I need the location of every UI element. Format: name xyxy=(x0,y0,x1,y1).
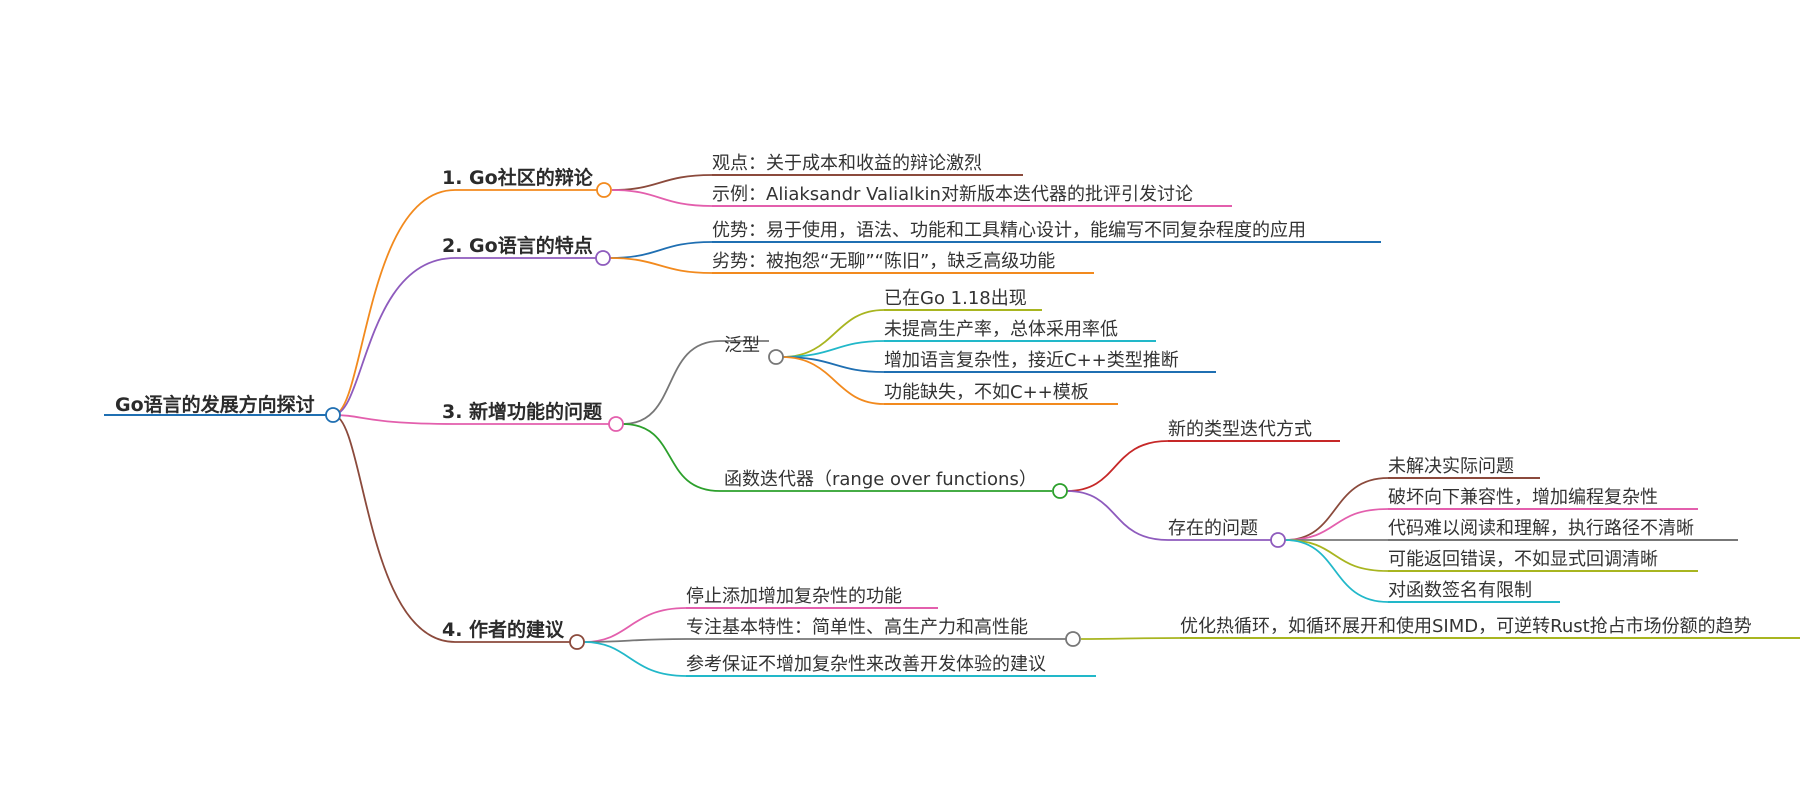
iterators-collapse-toggle[interactable] xyxy=(1052,483,1068,499)
node-problems[interactable]: 存在的问题 xyxy=(1168,518,1258,539)
suggestions-collapse-toggle[interactable] xyxy=(569,634,585,650)
edge-problem-4 xyxy=(1284,539,1389,572)
edge-root-suggestions xyxy=(332,414,577,643)
collapse-knobs xyxy=(325,182,1286,650)
debate-collapse-toggle[interactable] xyxy=(596,182,612,198)
leaf-suggest-1[interactable]: 停止添加增加复杂性的功能 xyxy=(686,586,902,607)
focus-collapse-toggle[interactable] xyxy=(1065,631,1081,647)
edge-problem-1 xyxy=(1284,477,1389,541)
leaf-generics-2[interactable]: 未提高生产率，总体采用率低 xyxy=(884,319,1118,340)
node-focus[interactable]: 专注基本特性：简单性、高生产力和高性能 xyxy=(686,617,1028,638)
leaf-debate-example[interactable]: 示例：Aliaksandr Valialkin对新版本迭代器的批评引发讨论 xyxy=(712,184,1193,205)
root-collapse-toggle[interactable] xyxy=(325,407,341,423)
edge-generics-3 xyxy=(781,356,885,373)
node-generics[interactable]: 泛型 xyxy=(724,335,760,356)
leaf-problem-1[interactable]: 未解决实际问题 xyxy=(1388,456,1514,477)
edge-focus-hotloop xyxy=(1080,637,1181,640)
leaf-features-cons[interactable]: 劣势：被抱怨“无聊”“陈旧”，缺乏高级功能 xyxy=(712,251,1055,272)
edge-debate-example xyxy=(611,189,713,207)
edge-new-iterators xyxy=(622,423,1052,492)
edge-root-features xyxy=(332,257,604,416)
edge-generics-2 xyxy=(781,340,885,358)
leaf-problem-3[interactable]: 代码难以阅读和理解，执行路径不清晰 xyxy=(1388,518,1694,539)
edge-features-cons xyxy=(609,257,713,274)
leaf-generics-1[interactable]: 已在Go 1.18出现 xyxy=(884,288,1027,309)
problems-collapse-toggle[interactable] xyxy=(1270,532,1286,548)
edge-new-generics xyxy=(622,340,769,425)
leaf-generics-3[interactable]: 增加语言复杂性，接近C++类型推断 xyxy=(884,350,1179,371)
edge-suggest-2 xyxy=(583,638,1066,643)
leaf-features-pros[interactable]: 优势：易于使用，语法、功能和工具精心设计，能编写不同复杂程度的应用 xyxy=(712,220,1306,241)
leaf-debate-view[interactable]: 观点：关于成本和收益的辩论激烈 xyxy=(712,153,982,174)
generics-collapse-toggle[interactable] xyxy=(768,349,784,365)
branch-features[interactable]: 2. Go语言的特点 xyxy=(442,234,593,257)
node-iterators[interactable]: 函数迭代器（range over functions） xyxy=(724,469,1037,490)
edge-debate-view xyxy=(611,174,713,191)
leaf-suggest-3[interactable]: 参考保证不增加复杂性来改善开发体验的建议 xyxy=(686,654,1046,675)
edge-suggest-1 xyxy=(583,607,687,643)
leaf-hotloop[interactable]: 优化热循环，如循环展开和使用SIMD，可逆转Rust抢占市场份额的趋势 xyxy=(1180,616,1752,637)
leaf-problem-5[interactable]: 对函数签名有限制 xyxy=(1388,580,1532,601)
branch-suggestions[interactable]: 4. 作者的建议 xyxy=(442,618,565,641)
edge-generics-4 xyxy=(781,356,885,405)
root-node[interactable]: Go语言的发展方向探讨 xyxy=(115,393,315,416)
new-features-collapse-toggle[interactable] xyxy=(608,416,624,432)
edge-root-new-features xyxy=(332,414,616,425)
edge-suggest-3 xyxy=(583,641,687,677)
node-labels: Go语言的发展方向探讨 1. Go社区的辩论 2. Go语言的特点 3. 新增功… xyxy=(115,153,1752,675)
features-collapse-toggle[interactable] xyxy=(595,250,611,266)
edge-root-debate xyxy=(332,189,606,416)
branch-debate[interactable]: 1. Go社区的辩论 xyxy=(442,166,594,189)
leaf-problem-2[interactable]: 破坏向下兼容性，增加编程复杂性 xyxy=(1388,487,1658,508)
underlines xyxy=(104,174,1800,677)
leaf-generics-4[interactable]: 功能缺失，不如C++模板 xyxy=(884,382,1089,403)
edge-generics-1 xyxy=(781,309,885,358)
leaf-problem-4[interactable]: 可能返回错误，不如显式回调清晰 xyxy=(1388,549,1658,570)
edge-iter-new-way xyxy=(1066,440,1169,492)
edge-problem-2 xyxy=(1284,508,1389,541)
connectors xyxy=(332,174,1389,677)
leaf-iter-new-way[interactable]: 新的类型迭代方式 xyxy=(1168,419,1312,440)
edge-problem-5 xyxy=(1284,539,1389,603)
edge-features-pros xyxy=(609,241,713,259)
branch-new-features[interactable]: 3. 新增功能的问题 xyxy=(442,400,602,423)
edge-iter-problems xyxy=(1066,490,1272,541)
